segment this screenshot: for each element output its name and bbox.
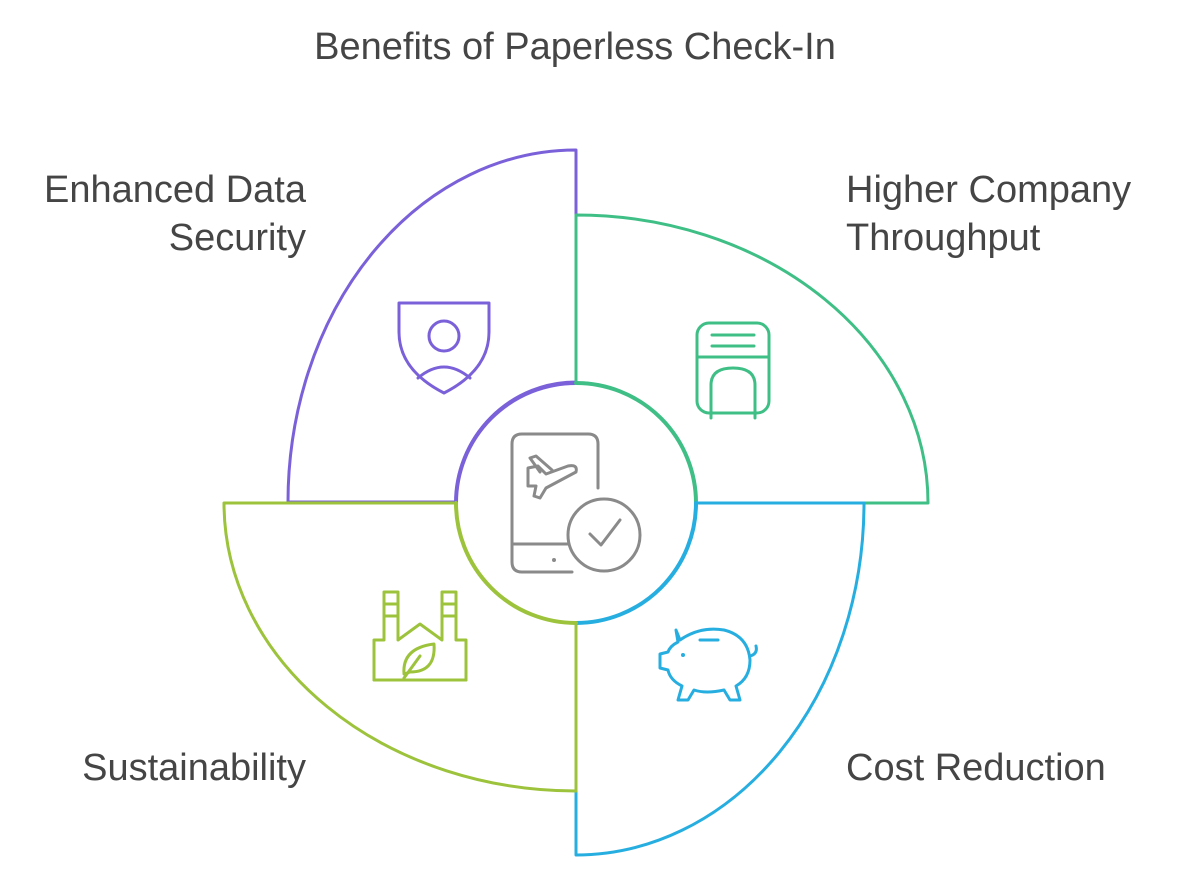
diagram-title: Benefits of Paperless Check-In	[314, 26, 836, 68]
shield-user-icon	[397, 301, 491, 395]
piggy-bank-icon	[658, 627, 758, 702]
center-ring-top-left	[454, 381, 578, 505]
label-line: Higher Company	[846, 169, 1132, 211]
label-line: Sustainability	[82, 747, 306, 789]
label-sustainability: Sustainability	[30, 744, 306, 792]
mobile-boarding-pass-check-icon	[510, 432, 642, 574]
label-line: Enhanced Data	[44, 169, 306, 211]
center-ring-bottom-right	[574, 501, 698, 625]
segment-top-right	[574, 213, 930, 505]
eco-factory-icon	[372, 590, 468, 682]
label-enhanced-data-security: Enhanced Data Security	[30, 166, 306, 262]
center-ring-top-right	[574, 381, 698, 505]
center-ring-bottom-left	[454, 501, 578, 625]
label-cost-reduction: Cost Reduction	[846, 744, 1186, 792]
label-line: Cost Reduction	[846, 747, 1106, 789]
segment-bottom-right	[574, 501, 866, 857]
label-higher-company-throughput: Higher Company Throughput	[846, 166, 1186, 262]
label-line: Security	[168, 217, 306, 259]
kiosk-icon	[695, 321, 771, 420]
segment-bottom-left	[222, 501, 578, 793]
label-line: Throughput	[846, 217, 1041, 259]
